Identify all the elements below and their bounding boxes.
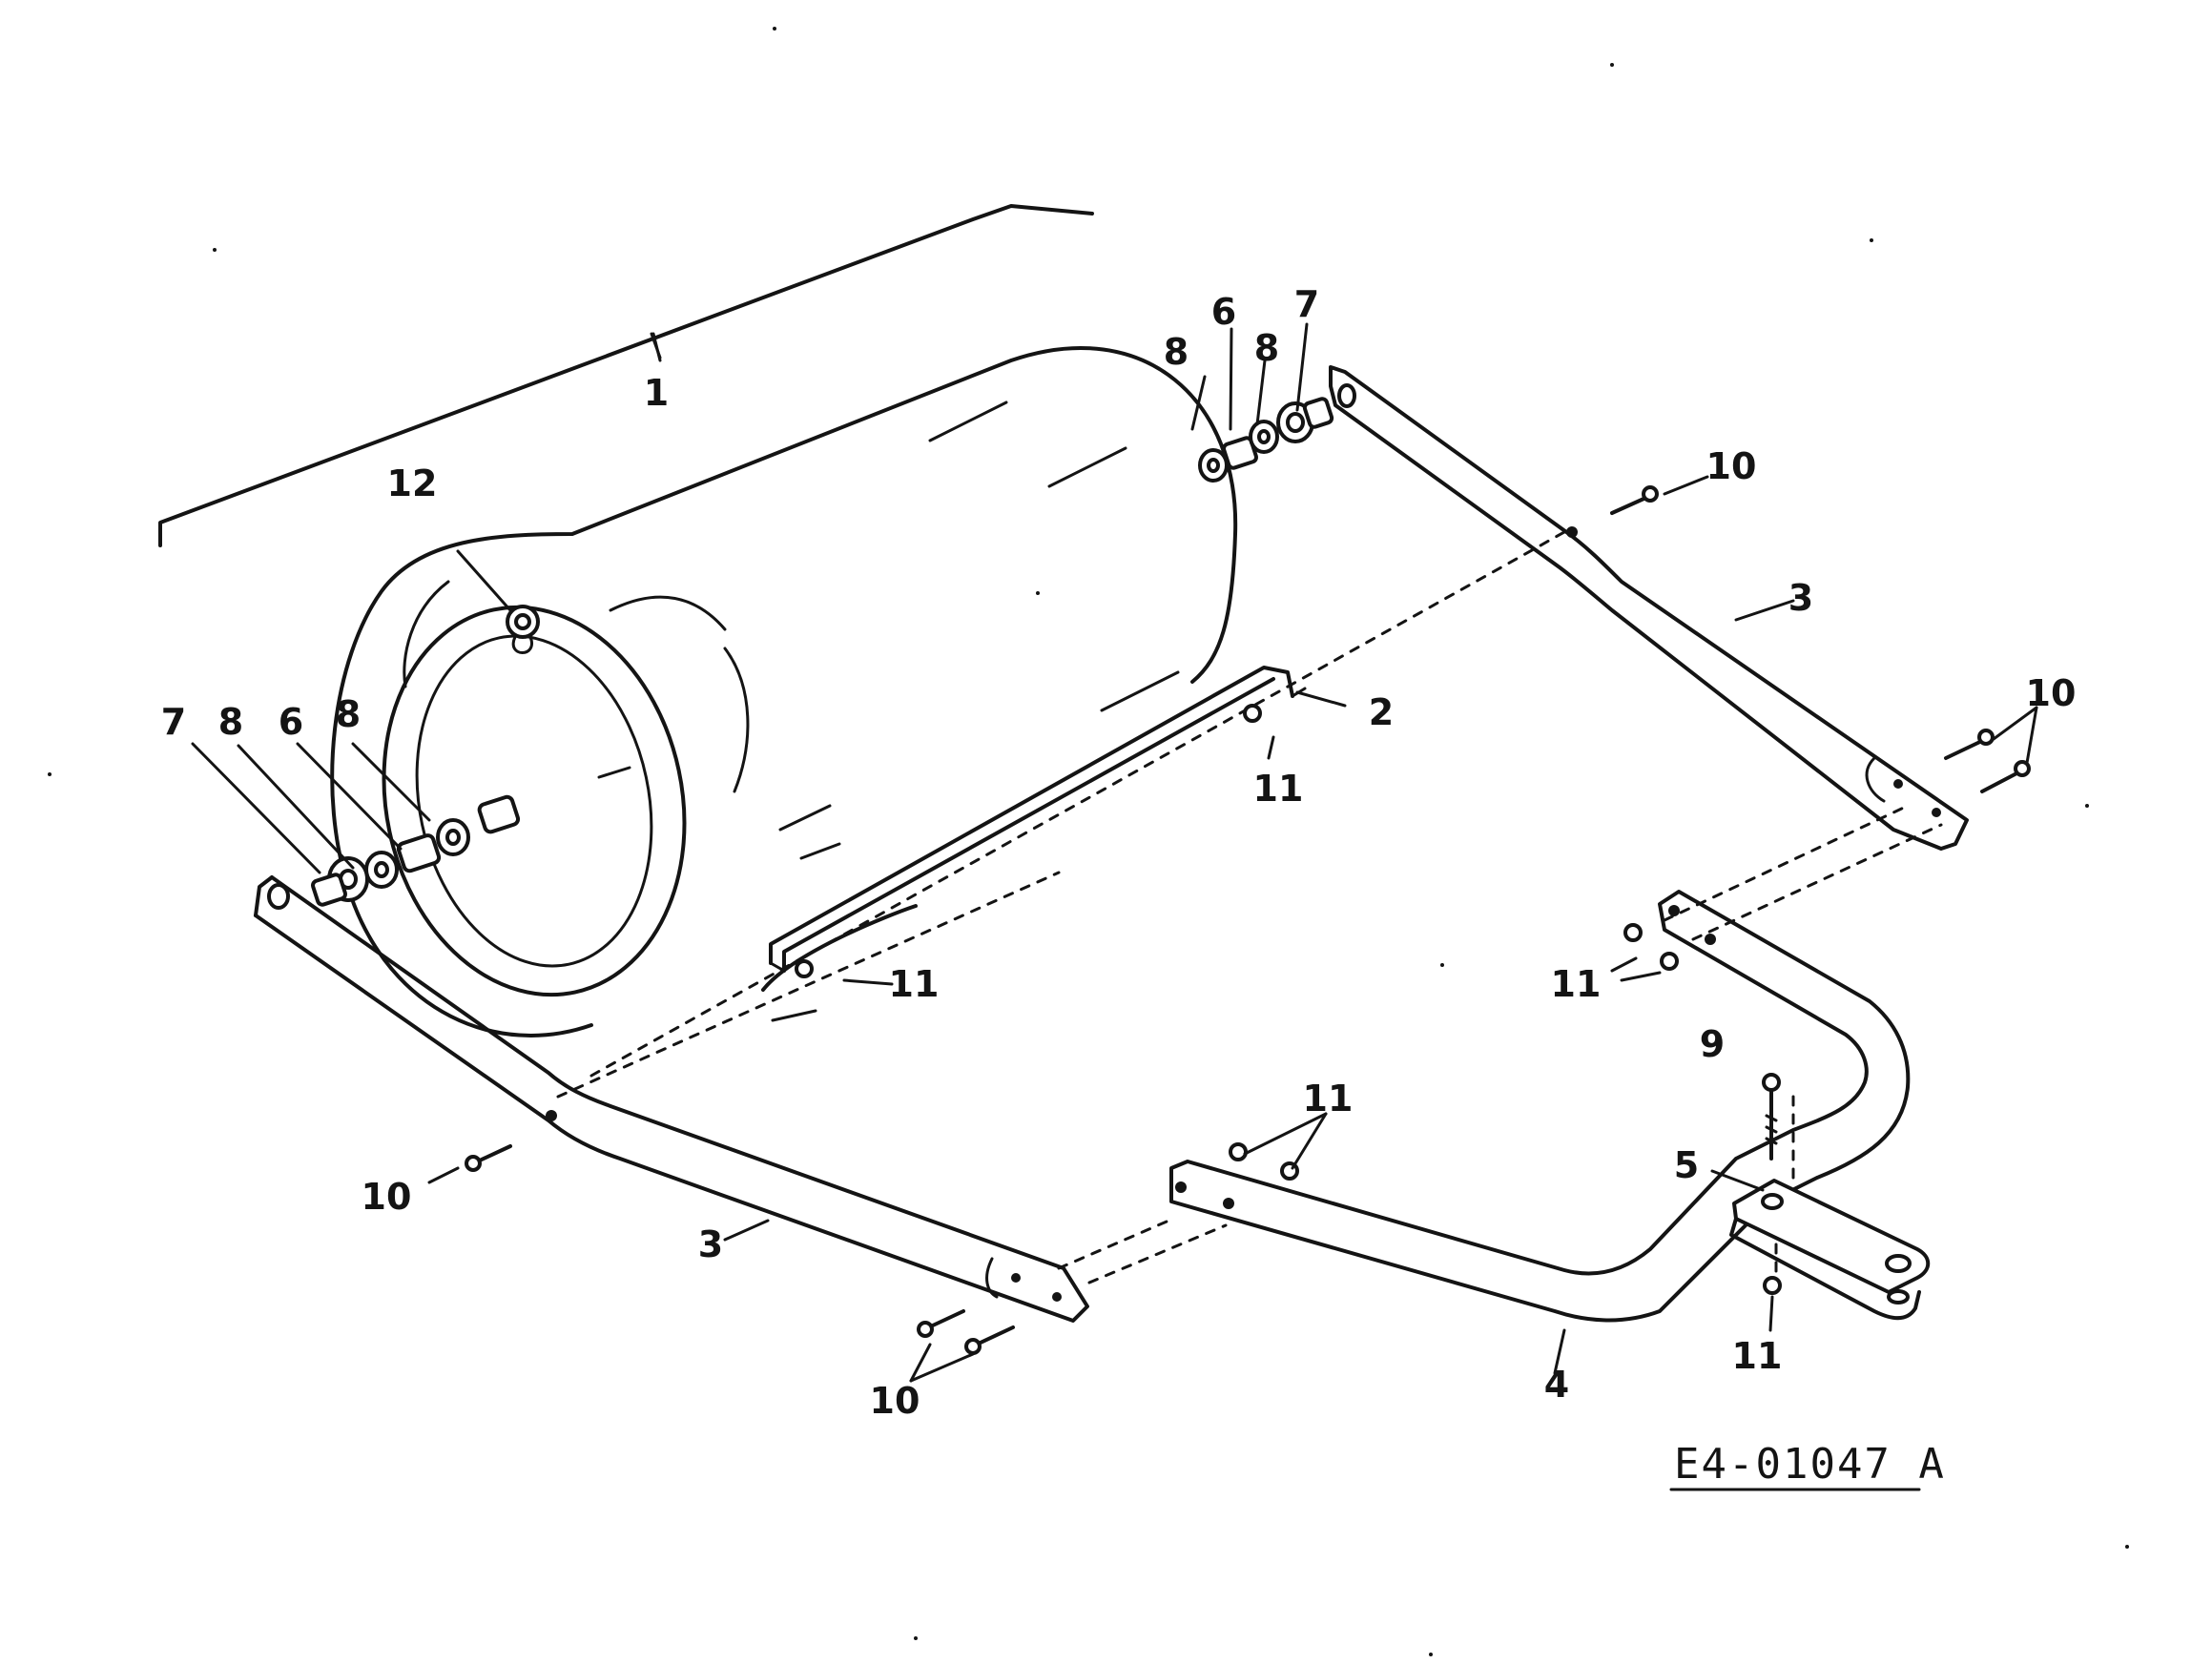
callout-10-left-arm: 10 xyxy=(870,1380,920,1422)
callout-1: 1 xyxy=(644,372,669,414)
callout-9: 9 xyxy=(1700,1023,1725,1065)
callout-7-right: 7 xyxy=(1294,283,1319,325)
scraper-bar xyxy=(769,666,1307,975)
callout-8-right-outer: 8 xyxy=(1254,327,1279,369)
callout-5: 5 xyxy=(1674,1144,1699,1186)
scan-speckles xyxy=(48,27,2129,1656)
callout-4: 4 xyxy=(1544,1364,1569,1406)
callout-7-left: 7 xyxy=(161,701,186,743)
callout-12: 12 xyxy=(387,462,438,504)
callout-2: 2 xyxy=(1369,691,1394,733)
hitch-bolt xyxy=(1762,1073,1781,1161)
callout-11-scraper-right: 11 xyxy=(1253,768,1304,810)
assembly-lines xyxy=(556,530,1943,1284)
right-side-arm xyxy=(1329,365,1969,851)
callout-3-right: 3 xyxy=(1788,577,1813,619)
right-axle-hardware xyxy=(1198,397,1334,483)
mower-deck-outline xyxy=(158,204,1094,547)
leader-lines xyxy=(191,322,2038,1383)
bolts xyxy=(465,485,2031,1355)
callout-10-right-top: 10 xyxy=(1706,445,1757,487)
left-side-arm xyxy=(254,875,1089,1323)
callout-10-left-top: 10 xyxy=(362,1176,412,1218)
callout-11-scraper-left: 11 xyxy=(889,963,940,1005)
roller-drum xyxy=(330,345,1238,1037)
left-axle-hardware xyxy=(311,794,521,907)
nuts xyxy=(795,704,1782,1295)
callout-10-right-arm: 10 xyxy=(2026,672,2077,714)
callout-11-tow-right: 11 xyxy=(1551,963,1602,1005)
callout-8-left-outer: 8 xyxy=(218,701,243,743)
callout-11-hitch: 11 xyxy=(1732,1335,1783,1377)
filler-plug xyxy=(456,549,540,654)
hitch-bracket xyxy=(1729,1179,1931,1321)
callout-8-left-inner: 8 xyxy=(336,693,361,735)
callout-6-right: 6 xyxy=(1211,291,1236,333)
tow-bar xyxy=(1169,890,1911,1323)
callout-3-left: 3 xyxy=(698,1223,723,1265)
callout-labels: 1 12 8 7 6 8 8 6 8 7 10 3 2 11 10 11 11 … xyxy=(161,283,2077,1422)
callout-11-tow-left: 11 xyxy=(1303,1078,1354,1120)
drawing-code: E4-01047 A xyxy=(1674,1440,1946,1489)
callout-8-right-inner: 8 xyxy=(1164,331,1189,373)
drawing-code-block: E4-01047 A xyxy=(1669,1440,1946,1491)
callout-6-left: 6 xyxy=(279,701,303,743)
